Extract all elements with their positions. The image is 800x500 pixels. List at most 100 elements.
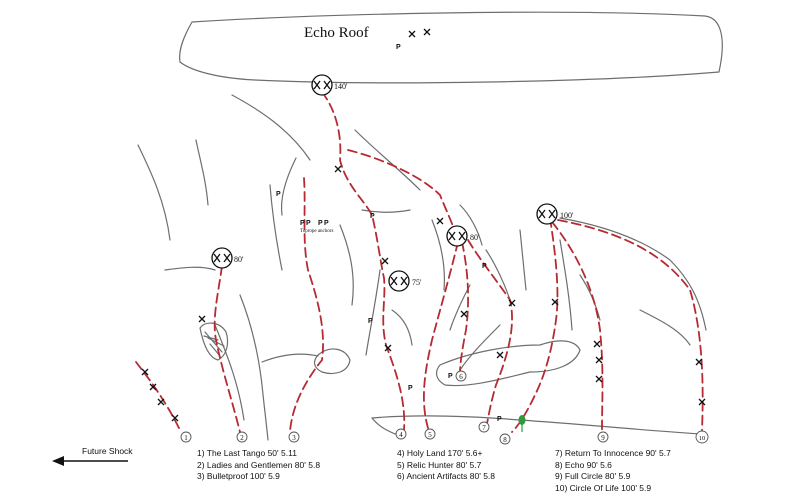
anchor-xx-icon	[311, 74, 333, 96]
piton-label: P	[370, 213, 375, 220]
future-shock-direction: Future Shock	[82, 446, 133, 456]
legend-item: 4) Holy Land 170' 5.6+	[397, 448, 483, 458]
bolt-x-icon	[334, 165, 342, 173]
svg-text:7: 7	[482, 424, 486, 432]
route-8-line	[511, 217, 559, 433]
start-marker-5: 5	[424, 428, 436, 440]
piton-label: P	[408, 385, 413, 392]
svg-text:1: 1	[184, 434, 188, 442]
bolt-x-icon	[423, 28, 431, 36]
bolt-x-icon	[496, 351, 504, 359]
route-1-line	[135, 361, 181, 431]
svg-text:9: 9	[601, 434, 605, 442]
start-marker-8: 8	[499, 433, 511, 445]
piton-labels: P P P P P P P P P P P P	[276, 44, 502, 423]
legend-item: 5) Relic Hunter 80' 5.7	[397, 459, 482, 470]
legend-item: 2) Ladies and Gentlemen 80' 5.8	[197, 459, 321, 470]
ground-line	[371, 415, 701, 435]
piton-label: P	[497, 416, 502, 423]
route-5-line	[423, 241, 459, 429]
piton-label: P	[306, 220, 311, 227]
start-marker-3: 3	[288, 431, 300, 443]
boulder-shape-2	[313, 348, 351, 375]
boulder-shape	[199, 322, 229, 361]
bolt-x-icon	[171, 414, 179, 422]
bolt-x-icon	[508, 299, 516, 307]
start-marker-1: 1	[180, 431, 192, 443]
route-4b-line	[347, 149, 457, 236]
svg-text:2: 2	[240, 434, 244, 442]
legend-item: 6) Ancient Artifacts 80' 5.8	[397, 471, 496, 481]
ledge-line	[261, 353, 319, 363]
routes	[135, 91, 704, 433]
piton-label: P	[448, 373, 453, 380]
piton-label: P	[324, 220, 329, 227]
anchor-xx-icon	[388, 270, 410, 292]
route-4a-line	[321, 91, 406, 431]
bolt-x-icon	[381, 257, 389, 265]
piton-label: P	[482, 263, 487, 270]
bolt-x-icon	[384, 344, 392, 352]
piton-label: P	[396, 44, 401, 51]
anchor-height-label: 140'	[334, 82, 348, 91]
bolt-x-icon	[141, 368, 149, 376]
svg-text:5: 5	[428, 431, 432, 439]
anchor-xx-icon	[536, 203, 558, 225]
legend-item: 8) Echo 90' 5.6	[555, 459, 612, 470]
bolt-x-icon	[595, 375, 603, 383]
legend-column-3: 7) Return To Innocence 90' 5.7 8) Echo 9…	[555, 448, 671, 494]
start-marker-9: 9	[597, 431, 609, 443]
legend-item: 1) The Last Tango 50' 5.11	[197, 448, 297, 458]
bolt-x-icon	[436, 217, 444, 225]
svg-text:8: 8	[503, 436, 507, 444]
legend-column-2: 4) Holy Land 170' 5.6+ 5) Relic Hunter 8…	[397, 448, 495, 483]
route-start-markers: 1 2 3 4 5 6 7 8 9 10	[180, 370, 709, 445]
anchor-xx-icon	[446, 225, 468, 247]
route-3-line	[289, 177, 324, 433]
bolt-x-icon	[695, 358, 703, 366]
bolts	[141, 28, 706, 422]
route-9-line	[551, 221, 604, 431]
bolt-x-icon	[408, 30, 416, 38]
start-marker-10: 10	[695, 430, 709, 444]
route-10-line	[557, 219, 704, 431]
start-marker-2: 2	[236, 431, 248, 443]
svg-text:10: 10	[699, 435, 706, 442]
anchor-height-label: 100'	[560, 211, 574, 220]
route-2-line	[213, 265, 241, 433]
legend-column-1: 1) The Last Tango 50' 5.11 2) Ladies and…	[197, 448, 320, 483]
ledge-shape	[435, 340, 581, 387]
svg-text:4: 4	[399, 431, 403, 439]
bolt-x-icon	[157, 398, 165, 406]
anchor-height-label: 80'	[470, 233, 480, 242]
hatched-block	[203, 331, 225, 357]
rock-lines	[137, 94, 707, 441]
bolt-x-icon	[460, 310, 468, 318]
bolt-x-icon	[551, 298, 559, 306]
legend-item: 10) Circle Of Life 100' 5.9	[555, 482, 652, 493]
piton-label: P	[318, 220, 323, 227]
route-7-line	[467, 239, 513, 429]
anchor-xx-icon	[211, 247, 233, 269]
start-marker-6: 6	[455, 370, 467, 382]
start-marker-4: 4	[395, 428, 407, 440]
echo-roof-outline	[179, 11, 723, 84]
legend-item: 3) Bulletproof 100' 5.9	[197, 471, 280, 481]
toprope-anchors-note: Toprope anchors	[300, 229, 333, 234]
bolt-x-icon	[593, 340, 601, 348]
arrow-left-icon	[52, 456, 128, 466]
legend-item: 7) Return To Innocence 90' 5.7	[555, 448, 671, 458]
bolt-x-icon	[698, 398, 706, 406]
piton-label: P	[368, 318, 373, 325]
anchor-height-label: 75'	[412, 278, 422, 287]
piton-label: P	[276, 191, 281, 198]
route-6-line	[459, 241, 469, 373]
start-marker-7: 7	[478, 421, 490, 433]
svg-text:3: 3	[292, 434, 296, 442]
svg-text:6: 6	[459, 373, 463, 381]
anchor-height-label: 80'	[234, 255, 244, 264]
bolt-x-icon	[198, 315, 206, 323]
bolt-x-icon	[149, 383, 157, 391]
legend-item: 9) Full Circle 80' 5.9	[555, 471, 631, 481]
